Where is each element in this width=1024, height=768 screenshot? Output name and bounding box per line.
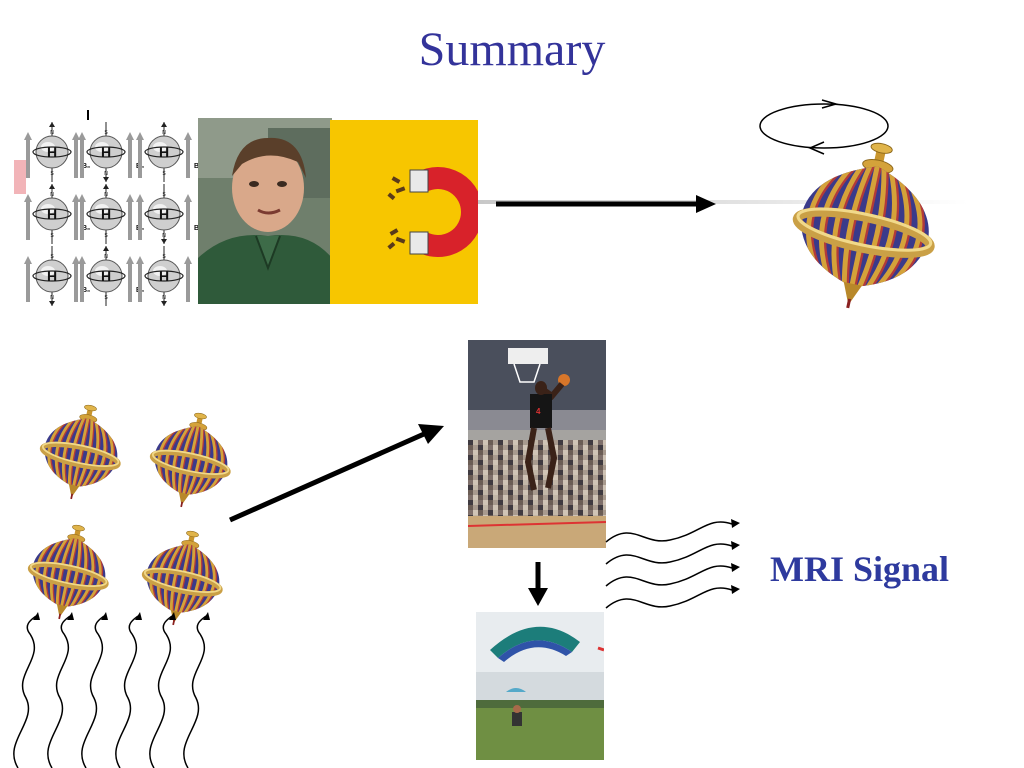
relaxation-arrow xyxy=(524,560,552,610)
slide-title: Summary xyxy=(418,23,606,76)
svg-text:H: H xyxy=(159,206,169,222)
proton-icon: H N S B₀ xyxy=(78,184,144,244)
mri-signal-label: MRI Signal xyxy=(770,549,950,589)
svg-text:S: S xyxy=(104,233,108,239)
svg-text:N: N xyxy=(50,192,54,198)
svg-text:S: S xyxy=(162,254,166,260)
spinning-top-icon xyxy=(147,412,235,508)
radio-wave-icon xyxy=(149,612,176,768)
svg-text:N: N xyxy=(104,254,108,260)
radio-wave-icon xyxy=(115,612,142,768)
svg-text:H: H xyxy=(47,268,57,284)
magnet-to-top-arrow xyxy=(478,180,968,226)
svg-text:S: S xyxy=(104,130,108,136)
svg-text:H: H xyxy=(47,206,57,222)
svg-text:H: H xyxy=(101,268,111,284)
svg-text:H: H xyxy=(159,144,169,160)
svg-text:4: 4 xyxy=(536,407,541,416)
radio-wave-icon xyxy=(605,563,740,587)
radio-wave-icon xyxy=(605,541,740,565)
svg-text:H: H xyxy=(159,268,169,284)
proton-icon: H S N B₀ xyxy=(24,246,90,306)
svg-text:S: S xyxy=(50,254,54,260)
svg-text:N: N xyxy=(104,171,108,177)
radio-wave-icon xyxy=(13,612,40,768)
svg-text:S: S xyxy=(162,171,166,177)
spinning-top-icon xyxy=(139,530,227,626)
radio-wave-icon xyxy=(183,612,210,768)
scientist-photo xyxy=(198,118,332,304)
radio-wave-icon xyxy=(605,519,740,543)
spinning-top-icon xyxy=(37,404,125,500)
radio-wave-input xyxy=(10,612,230,768)
svg-text:H: H xyxy=(101,144,111,160)
excitation-arrow xyxy=(226,418,450,526)
radio-wave-icon xyxy=(605,585,740,609)
rotation-arrow-icon xyxy=(752,98,898,158)
svg-text:S: S xyxy=(162,192,166,198)
svg-text:H: H xyxy=(101,206,111,222)
svg-text:S: S xyxy=(50,171,54,177)
proton-icon: H N S B₀ xyxy=(24,184,90,244)
spinning-top-3 xyxy=(24,520,114,620)
parachute-landing-photo xyxy=(476,612,604,760)
proton-grid-figure: HNSB₀HSNB₀HNSB₀HNSB₀HNSB₀HSNB₀HSNB₀HNSB₀… xyxy=(14,108,204,308)
proton-icon: H N S B₀ xyxy=(78,246,144,306)
svg-text:B₀: B₀ xyxy=(82,287,90,294)
radio-wave-icon xyxy=(47,612,74,768)
spinning-top-4 xyxy=(138,526,228,626)
svg-text:N: N xyxy=(104,192,108,198)
svg-text:N: N xyxy=(162,130,166,136)
svg-text:H: H xyxy=(47,144,57,160)
radio-wave-output xyxy=(604,516,744,616)
basketball-dunk-photo: 4 xyxy=(468,340,606,548)
spinning-top-large xyxy=(788,134,942,310)
svg-text:S: S xyxy=(50,233,54,239)
svg-text:N: N xyxy=(162,295,166,301)
spinning-top-icon xyxy=(25,524,113,620)
svg-text:S: S xyxy=(104,295,108,301)
proton-icon: H S N B₀ xyxy=(78,122,144,182)
radio-wave-icon xyxy=(81,612,108,768)
svg-text:B₀: B₀ xyxy=(82,225,90,232)
spinning-top-2 xyxy=(146,408,236,508)
svg-text:N: N xyxy=(50,295,54,301)
proton-icon: H N S B₀ xyxy=(24,122,90,182)
spinning-top-icon xyxy=(788,142,942,309)
proton-icon: H S N xyxy=(136,246,192,306)
magnet-panel xyxy=(330,120,478,304)
svg-text:B₀: B₀ xyxy=(82,163,90,170)
svg-text:N: N xyxy=(50,130,54,136)
spinning-top-1 xyxy=(36,400,126,500)
horseshoe-magnet-icon xyxy=(409,167,478,257)
svg-text:N: N xyxy=(162,233,166,239)
